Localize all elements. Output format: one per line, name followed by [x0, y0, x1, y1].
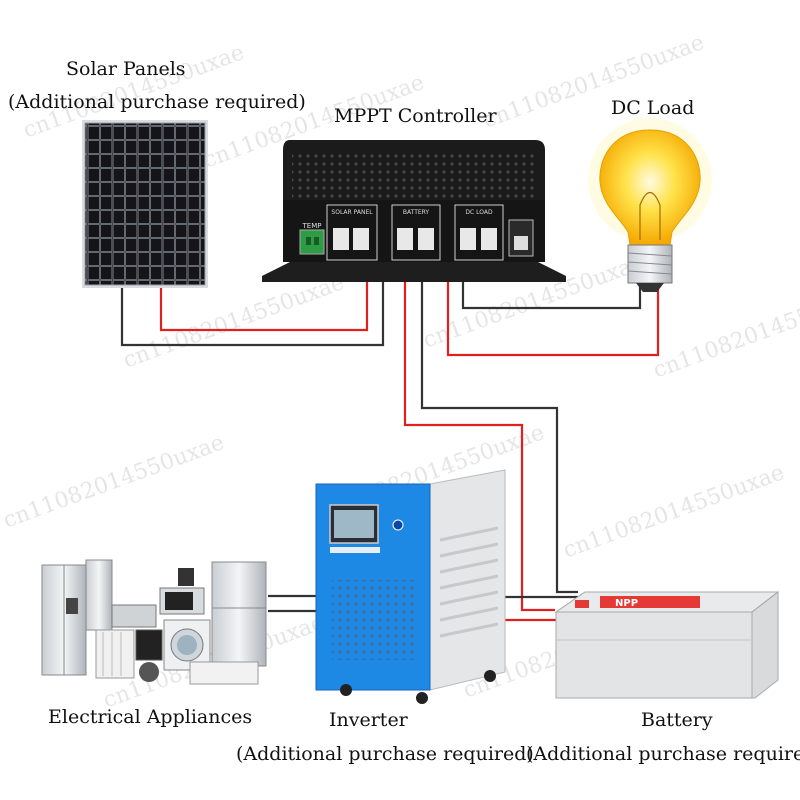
inverter-title: Inverter	[329, 709, 408, 731]
battery-port-label: BATTERY	[403, 209, 430, 216]
solar-panels-title: Solar Panels	[66, 58, 186, 80]
solar-port-label: SOLAR PANEL	[331, 209, 373, 216]
appliances-title: Electrical Appliances	[48, 706, 253, 728]
battery-title: Battery	[641, 709, 713, 731]
temp-port-label: TEMP	[302, 222, 322, 230]
mppt-controller-image: TEMP SOLAR PANEL BATTERY DC LOAD	[262, 140, 566, 282]
mppt-controller-title: MPPT Controller	[334, 105, 497, 127]
wire-battery-negative	[420, 270, 578, 594]
appliances-image	[41, 559, 267, 685]
dc-load-title: DC Load	[611, 97, 695, 119]
wire-solar-negative	[120, 270, 385, 347]
battery-brand: NPP	[615, 598, 638, 609]
wire-solar-positive	[159, 270, 369, 332]
light-bulb-image	[588, 118, 712, 292]
solar-panel-image	[82, 120, 208, 288]
inverter-image	[315, 469, 506, 704]
battery-image: NPP	[554, 591, 780, 699]
wire-load-negative	[461, 270, 642, 310]
wire-battery-positive	[403, 270, 555, 612]
inverter-note: (Additional purchase required)	[236, 743, 534, 765]
load-port-label: DC LOAD	[465, 209, 493, 216]
solar-panels-note: (Additional purchase required)	[8, 91, 306, 113]
battery-note: (Additional purchase required)	[526, 743, 800, 765]
wire-load-positive	[446, 270, 660, 357]
wiring	[120, 270, 660, 622]
